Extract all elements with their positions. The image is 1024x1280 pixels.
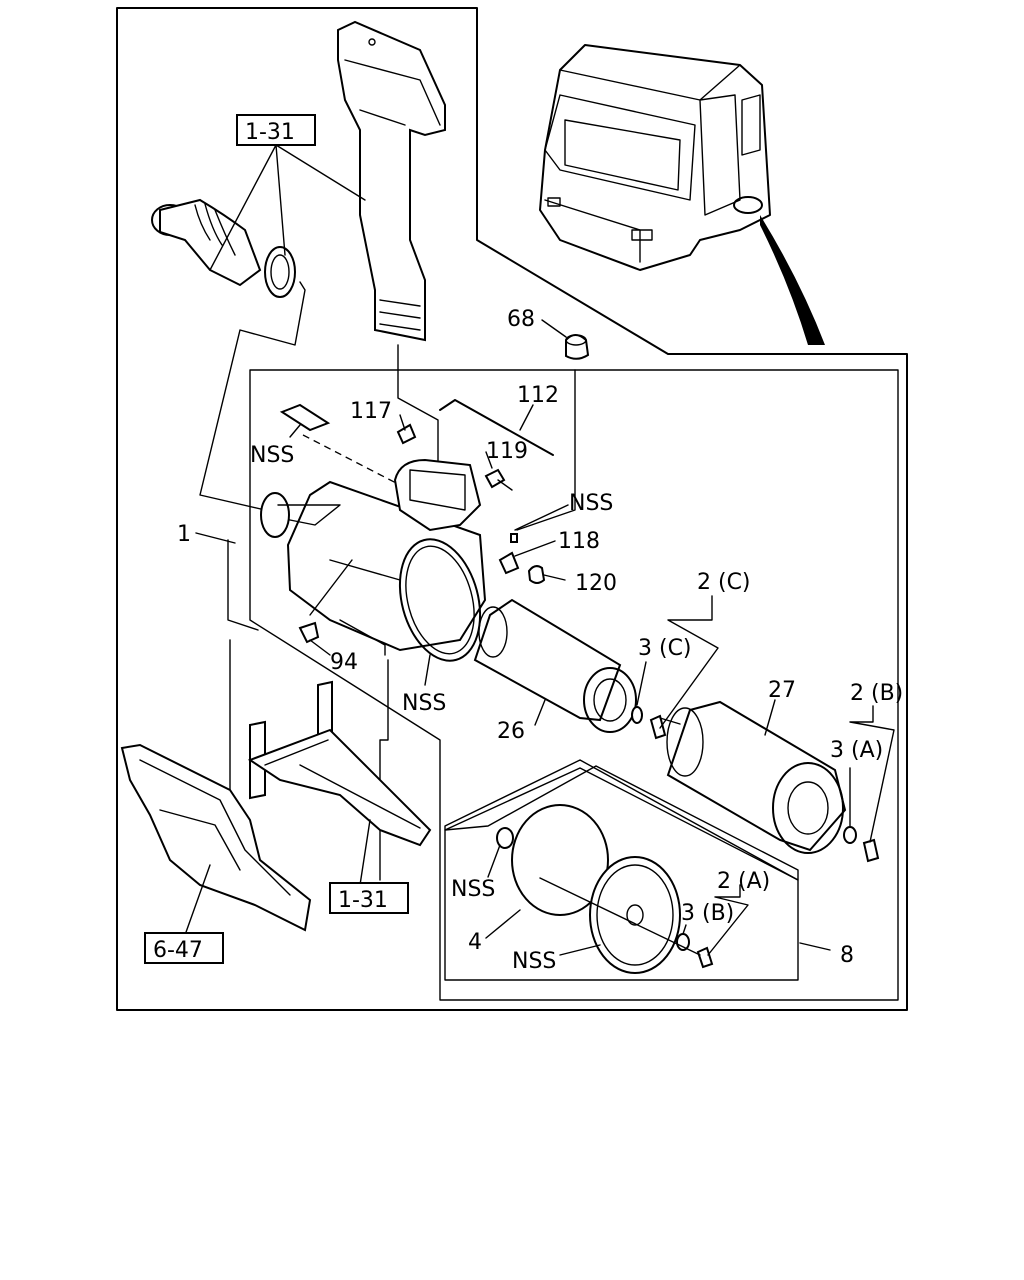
air-cleaner-housing bbox=[260, 458, 487, 662]
ref-box-1-31-bottom[interactable] bbox=[329, 882, 409, 914]
part-label-3a: 3 (A) bbox=[830, 738, 883, 763]
leader-119 bbox=[485, 451, 493, 469]
intake-hose-and-clamp bbox=[151, 198, 296, 298]
part-label-117: 117 bbox=[350, 399, 392, 424]
part-label-94: 94 bbox=[330, 650, 358, 675]
part-label-120: 120 bbox=[575, 571, 617, 596]
part-label-112: 112 bbox=[517, 383, 559, 408]
leader-1-31-bottom bbox=[359, 819, 371, 886]
routing-frame bbox=[379, 659, 389, 881]
part-label-2a: 2 (A) bbox=[717, 869, 770, 894]
part-label-nss-kit-cover: NSS bbox=[512, 949, 556, 974]
kit-axis bbox=[539, 877, 701, 956]
washer-3b bbox=[676, 933, 690, 951]
part-label-1: 1 bbox=[177, 522, 191, 547]
part-label-3b: 3 (B) bbox=[681, 901, 734, 926]
truck-cab-illustration bbox=[539, 44, 825, 345]
leader-2c bbox=[659, 595, 719, 729]
inner-frame bbox=[249, 369, 899, 1001]
leader-6-47 bbox=[184, 864, 211, 936]
part-label-nss-kit-washer: NSS bbox=[451, 877, 495, 902]
element-kit-frame-inner bbox=[444, 765, 799, 881]
dash-clip bbox=[309, 559, 353, 616]
part-label-119: 119 bbox=[486, 439, 528, 464]
wing-nut-2c bbox=[649, 714, 681, 740]
washer-3a bbox=[843, 826, 857, 844]
part-label-nss-bottom: NSS bbox=[402, 691, 446, 716]
leader-26 bbox=[534, 699, 546, 726]
bracket-118 bbox=[498, 533, 520, 575]
part-label-26: 26 bbox=[497, 719, 525, 744]
leader-117 bbox=[399, 414, 406, 431]
fender-panel bbox=[120, 743, 312, 932]
leader-118 bbox=[514, 540, 556, 557]
leader-68 bbox=[541, 319, 567, 338]
ref-label-1-31-top[interactable]: 1-31 bbox=[245, 120, 295, 145]
rod-112 bbox=[439, 399, 554, 456]
leader-112 bbox=[519, 404, 534, 431]
leader-27 bbox=[764, 699, 776, 736]
part-label-118: 118 bbox=[558, 529, 600, 554]
leader-nss-cover bbox=[559, 944, 601, 956]
intake-snorkel-duct bbox=[337, 20, 446, 342]
washer-3c bbox=[631, 706, 643, 724]
leader-1-31-hose bbox=[209, 144, 277, 271]
part-label-nss-right: NSS bbox=[569, 491, 613, 516]
ref-label-1-31-bottom[interactable]: 1-31 bbox=[338, 888, 388, 913]
part-label-nss-top-left: NSS bbox=[250, 443, 294, 468]
mounting-bracket-frame bbox=[247, 680, 432, 847]
wing-nut-2a bbox=[696, 946, 714, 969]
secondary-element-27 bbox=[666, 700, 847, 854]
leader-1-31-clamp bbox=[275, 144, 286, 256]
bolt-117 bbox=[396, 423, 417, 445]
primary-element-26 bbox=[473, 598, 637, 733]
leader-nss-kit bbox=[487, 844, 501, 878]
bolt-119 bbox=[484, 468, 513, 491]
cap-68 bbox=[565, 334, 590, 360]
leader-94 bbox=[309, 639, 331, 656]
clip-94 bbox=[298, 621, 320, 644]
leader-120 bbox=[543, 574, 566, 581]
nss-label-plate bbox=[279, 403, 331, 432]
routing-hose bbox=[199, 281, 306, 511]
leader-1 bbox=[195, 532, 236, 544]
leader-nss-tl bbox=[289, 424, 301, 438]
seal-4 bbox=[511, 804, 609, 916]
element-kit-frame bbox=[444, 759, 799, 981]
kit-washer-nss bbox=[496, 827, 514, 849]
ref-label-6-47[interactable]: 6-47 bbox=[153, 938, 203, 963]
routing-cap bbox=[516, 369, 576, 531]
ref-box-1-31-top[interactable] bbox=[236, 114, 316, 146]
routing-duct bbox=[397, 344, 439, 466]
part-label-8: 8 bbox=[840, 943, 854, 968]
leader-3b bbox=[682, 924, 687, 935]
part-label-2b: 2 (B) bbox=[850, 681, 903, 706]
dash-plate bbox=[302, 434, 401, 486]
ref-box-6-47[interactable] bbox=[144, 932, 224, 964]
part-label-4: 4 bbox=[468, 930, 482, 955]
leader-nss-b bbox=[424, 654, 431, 686]
leader-1-31-duct bbox=[275, 144, 366, 201]
part-label-2c: 2 (C) bbox=[697, 570, 751, 595]
nut-120 bbox=[527, 565, 546, 584]
leader-8 bbox=[799, 942, 831, 951]
part-label-3c: 3 (C) bbox=[638, 636, 692, 661]
leader-4 bbox=[485, 909, 521, 939]
wing-nut-2b bbox=[862, 838, 880, 863]
end-cover-nss bbox=[589, 856, 681, 974]
outer-frame bbox=[116, 7, 908, 1011]
leader-2a bbox=[707, 884, 749, 956]
part-label-27: 27 bbox=[768, 678, 796, 703]
leader-nss-r bbox=[514, 504, 569, 531]
routing-left bbox=[227, 539, 259, 631]
leader-3c bbox=[636, 661, 647, 706]
leader-2b bbox=[849, 705, 895, 843]
part-label-68: 68 bbox=[507, 307, 535, 332]
